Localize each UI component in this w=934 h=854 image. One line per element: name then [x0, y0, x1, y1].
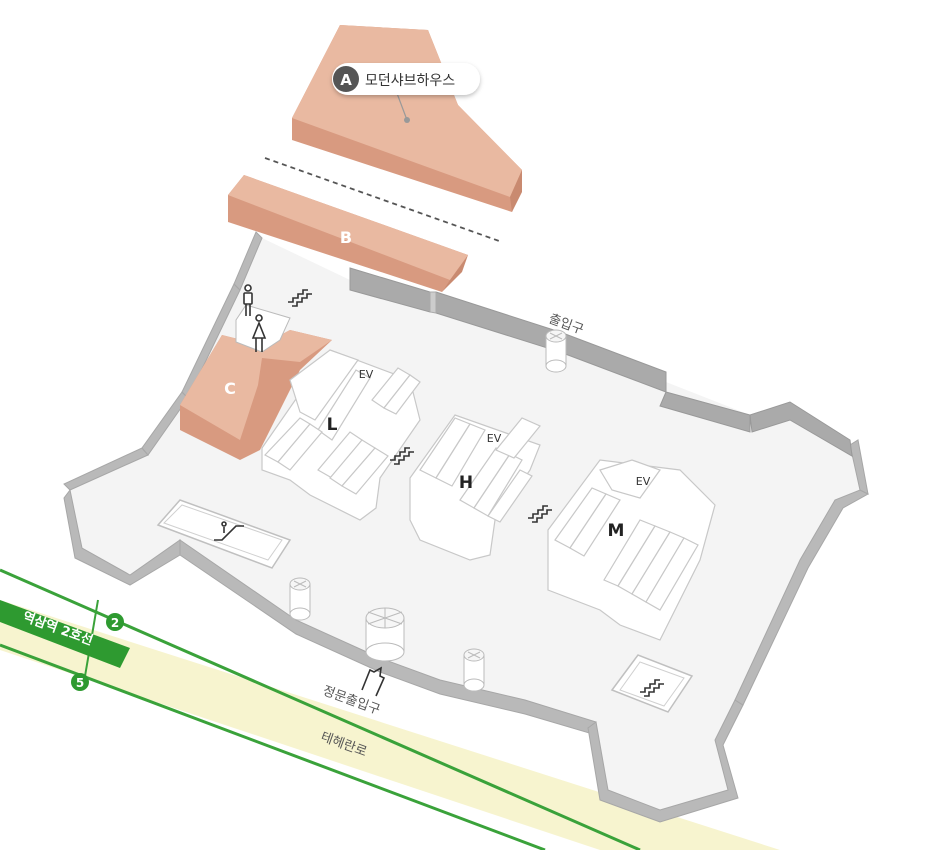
pillar-main	[365, 607, 405, 662]
outer-wall-back	[349, 267, 853, 457]
zone-l-letter: L	[327, 415, 338, 435]
road-teheran-ro	[0, 568, 780, 852]
building-c-letter: C	[224, 379, 236, 398]
stairs-icon	[288, 289, 312, 307]
svg-text:2: 2	[111, 616, 119, 630]
zone-h-ev: EV	[487, 432, 502, 445]
subway-station-label-bg[interactable]	[0, 600, 130, 668]
building-a-badge	[333, 66, 359, 92]
zone-m-letter: M	[608, 521, 625, 541]
building-a-name: 모던샤브하우스	[365, 73, 455, 89]
zone-h-letter: H	[459, 473, 473, 493]
pillar	[463, 648, 485, 692]
building-b-letter: B	[340, 228, 352, 247]
subway-line-5-badge: 5	[71, 673, 89, 691]
restroom-female-icon	[251, 314, 267, 352]
zone-h[interactable]	[409, 414, 541, 561]
building-a-letter: A	[340, 71, 352, 89]
zone-m[interactable]	[547, 459, 716, 641]
stairs-icon	[528, 505, 552, 523]
svg-text:5: 5	[76, 676, 84, 690]
building-a-callout[interactable]	[332, 63, 480, 95]
pillar	[545, 329, 567, 373]
escalator-icon	[214, 521, 244, 541]
building-c[interactable]	[180, 330, 332, 460]
outer-wall	[63, 231, 870, 823]
escalator-area[interactable]	[156, 499, 292, 569]
stairs-icon	[640, 679, 664, 697]
subway-line-upper	[0, 568, 641, 852]
building-a-pin	[404, 117, 410, 123]
subway-line-lower	[0, 643, 546, 852]
pillar	[289, 577, 311, 621]
zone-l[interactable]	[261, 349, 421, 521]
restroom-male-icon	[243, 284, 253, 316]
zone-l-ev: EV	[359, 368, 374, 381]
dashed-boundary	[264, 157, 503, 243]
zone-m-ev: EV	[636, 475, 651, 488]
stairs-icon	[390, 447, 414, 465]
subway-line-2-badge: 2	[106, 613, 124, 631]
entrance-arrow-icon	[361, 666, 386, 697]
building-b[interactable]	[228, 175, 468, 292]
